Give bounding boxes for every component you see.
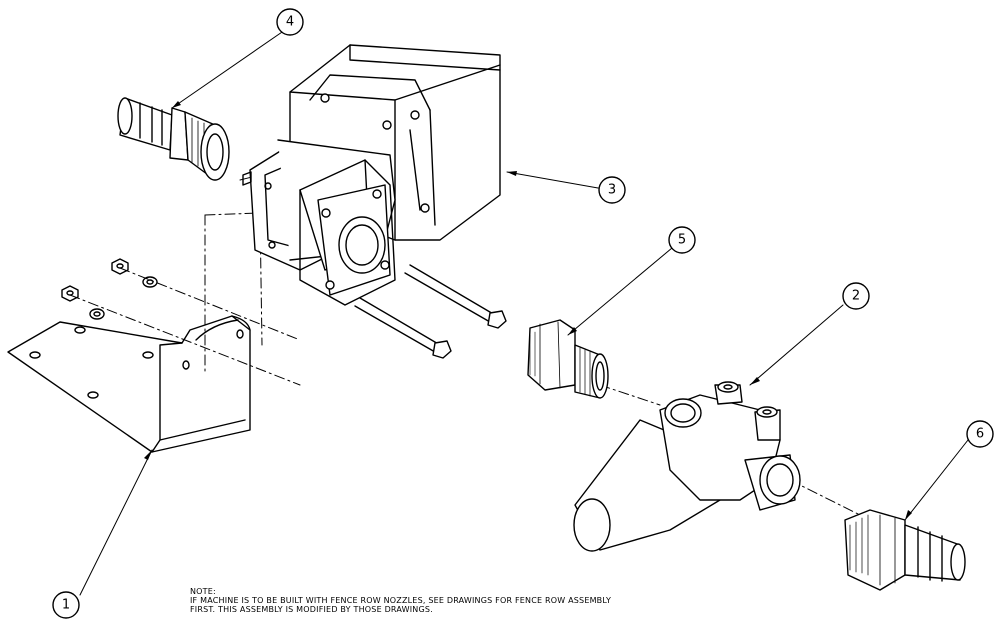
mounting-bolts <box>354 264 507 359</box>
callout-5-label: 5 <box>678 233 686 248</box>
drawing-note: NOTE: IF MACHINE IS TO BE BUILT WITH FEN… <box>190 587 750 614</box>
callout-2-label: 2 <box>852 289 860 304</box>
valve-actuator-part <box>289 44 501 241</box>
nozzle-body-part <box>573 381 801 552</box>
callout-1-label: 1 <box>62 598 70 613</box>
callout-6-balloon <box>966 420 994 448</box>
hose-barb-bottom-part <box>844 509 966 591</box>
mounting-bracket-part <box>7 315 251 453</box>
note-line-2: FIRST. THIS ASSEMBLY IS MODIFIED BY THOS… <box>190 605 433 614</box>
callout-6-label: 6 <box>976 427 984 442</box>
hose-barb-top-part <box>117 97 230 181</box>
callout-3-label: 3 <box>608 183 616 198</box>
callout-3-balloon <box>598 176 626 204</box>
callout-4-label: 4 <box>286 15 294 30</box>
callout-4-balloon <box>276 8 304 36</box>
callout-balloons <box>52 8 994 619</box>
note-line-1: IF MACHINE IS TO BE BUILT WITH FENCE ROW… <box>190 596 612 605</box>
callout-1-balloon <box>52 591 80 619</box>
callout-5-balloon <box>668 226 696 254</box>
nuts-and-washers <box>61 258 158 320</box>
pipe-nipple-part <box>527 319 609 399</box>
note-heading: NOTE: <box>190 587 216 596</box>
callout-2-balloon <box>842 282 870 310</box>
valve-body-part <box>242 139 396 306</box>
